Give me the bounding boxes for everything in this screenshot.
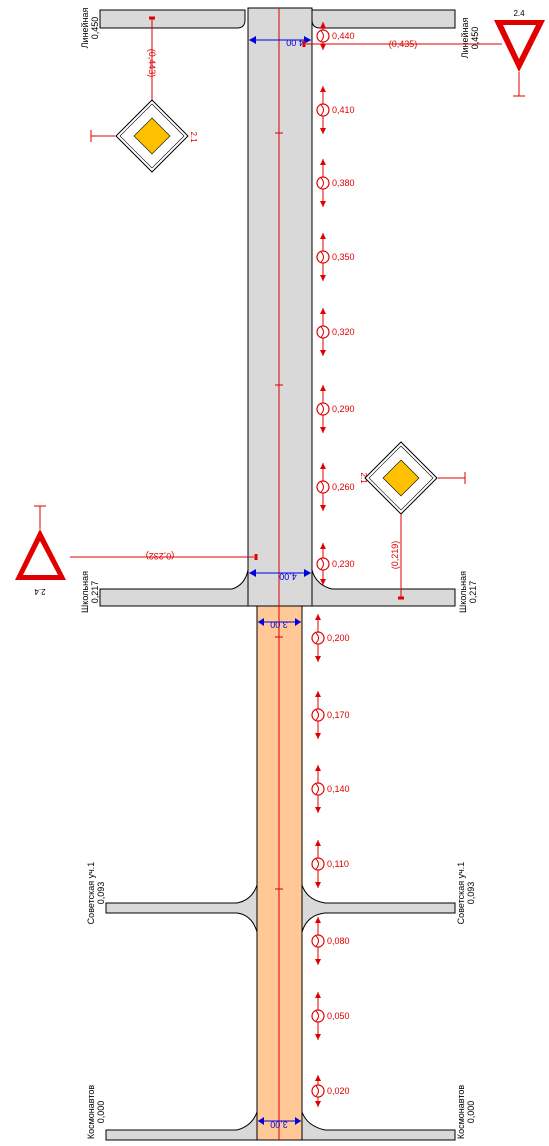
lighting-marker-km: 0,200 xyxy=(327,633,350,643)
lighting-marker-km: 0,050 xyxy=(327,1011,350,1021)
lighting-marker: 0,170 xyxy=(311,691,350,739)
yield-sign-top: (0,435) 2.4 xyxy=(302,9,545,97)
lighting-marker-km: 0,110 xyxy=(327,859,349,869)
lighting-marker: 0,350 xyxy=(316,233,355,281)
street-name-sovetskaya-right: Советская уч.1 xyxy=(456,862,466,925)
width-label-top: 4.00 xyxy=(286,38,304,48)
lighting-marker-km: 0,290 xyxy=(332,404,355,414)
cross-street-lineynaya xyxy=(99,9,456,29)
lighting-marker: 0,320 xyxy=(316,308,355,356)
main-road-sign-mid-distance: (0,219) xyxy=(390,541,400,570)
street-name-kosmonavtov-right: Космонавтов xyxy=(456,1085,466,1140)
lighting-marker-km: 0,260 xyxy=(332,482,355,492)
lighting-marker-km: 0,230 xyxy=(332,559,355,569)
road-segment-upper xyxy=(247,7,313,607)
street-km-sovetskaya-right: 0,093 xyxy=(466,882,476,905)
lighting-marker: 0,290 xyxy=(316,385,355,433)
axis-ticks xyxy=(275,132,283,890)
lighting-marker-km: 0,380 xyxy=(332,178,355,188)
street-name-lineynaya-right: Линейная xyxy=(460,17,470,58)
lighting-marker-km: 0,320 xyxy=(332,327,355,337)
yield-sign-top-code: 2.4 xyxy=(513,9,525,18)
lighting-marker-km: 0,140 xyxy=(327,784,350,794)
lighting-marker-km: 0,170 xyxy=(327,710,350,720)
yield-sign-left-code: 2.4 xyxy=(34,587,46,596)
main-road-sign-top-code: 2.1 xyxy=(189,131,198,143)
street-km-kosmonavtov-left: 0,000 xyxy=(96,1101,106,1124)
main-road-sign-top: (0,443) 2.1 xyxy=(90,16,198,173)
lighting-marker-km: 0,020 xyxy=(327,1086,350,1096)
lighting-marker: 0,230 xyxy=(316,543,355,585)
lighting-marker: 0,260 xyxy=(316,463,355,511)
street-km-kosmonavtov-right: 0,000 xyxy=(466,1101,476,1124)
width-dimension-lower-top: 3.00 xyxy=(258,618,301,630)
lighting-marker-km: 0,440 xyxy=(332,31,355,41)
street-name-shkolnaya-right: Школьная xyxy=(458,571,468,613)
lighting-marker-km: 0,350 xyxy=(332,252,355,262)
main-road-sign-mid-code: 2.1 xyxy=(359,472,368,484)
lighting-marker: 0,140 xyxy=(311,765,350,813)
lighting-marker: 0,380 xyxy=(316,159,355,207)
lighting-marker: 0,410 xyxy=(316,86,355,134)
street-name-kosmonavtov-left: Космонавтов xyxy=(86,1085,96,1140)
main-road-sign-top-distance: (0,443) xyxy=(147,49,157,78)
street-name-sovetskaya-left: Советская уч.1 xyxy=(86,862,96,925)
yield-sign-top-distance: (0,435) xyxy=(389,39,418,49)
width-dimension-shkolnaya: 4.00 xyxy=(249,569,311,582)
main-road-sign-mid: 2.1 (0,219) xyxy=(359,441,466,600)
yield-sign-left-distance: (0,232) xyxy=(146,551,175,561)
width-label-lower-bottom: 3.00 xyxy=(270,1120,288,1130)
lighting-marker: 0,080 xyxy=(311,917,350,965)
street-km-sovetskaya-left: 0,093 xyxy=(96,882,106,905)
lighting-marker-km: 0,410 xyxy=(332,105,355,115)
lighting-marker: 0,440 xyxy=(316,22,355,50)
street-name-shkolnaya-left: Школьная xyxy=(80,571,90,613)
lighting-marker: 0,200 xyxy=(311,614,350,662)
lighting-marker: 0,110 xyxy=(311,840,349,888)
street-km-lineynaya-right: 0,450 xyxy=(470,27,480,50)
street-km-shkolnaya-right: 0,217 xyxy=(468,581,478,604)
street-km-lineynaya-left: 0,450 xyxy=(90,17,100,40)
lighting-markers: 0,440 0,410 0,380 0,350 0,320 0,290 0,260 0,230… xyxy=(311,22,355,1107)
street-km-shkolnaya-left: 0,217 xyxy=(90,581,100,604)
width-dimension-lower-bottom: 3.00 xyxy=(258,1117,301,1130)
yield-sign-left: (0,232) 2.4 xyxy=(15,505,258,596)
width-label-lower-top: 3.00 xyxy=(270,620,288,630)
width-label-shkolnaya: 4.00 xyxy=(279,572,297,582)
street-name-lineynaya-left: Линейная xyxy=(80,7,90,48)
lighting-marker: 0,050 xyxy=(311,992,350,1040)
lighting-marker: 0,020 xyxy=(311,1075,350,1107)
lighting-marker-km: 0,080 xyxy=(327,936,350,946)
